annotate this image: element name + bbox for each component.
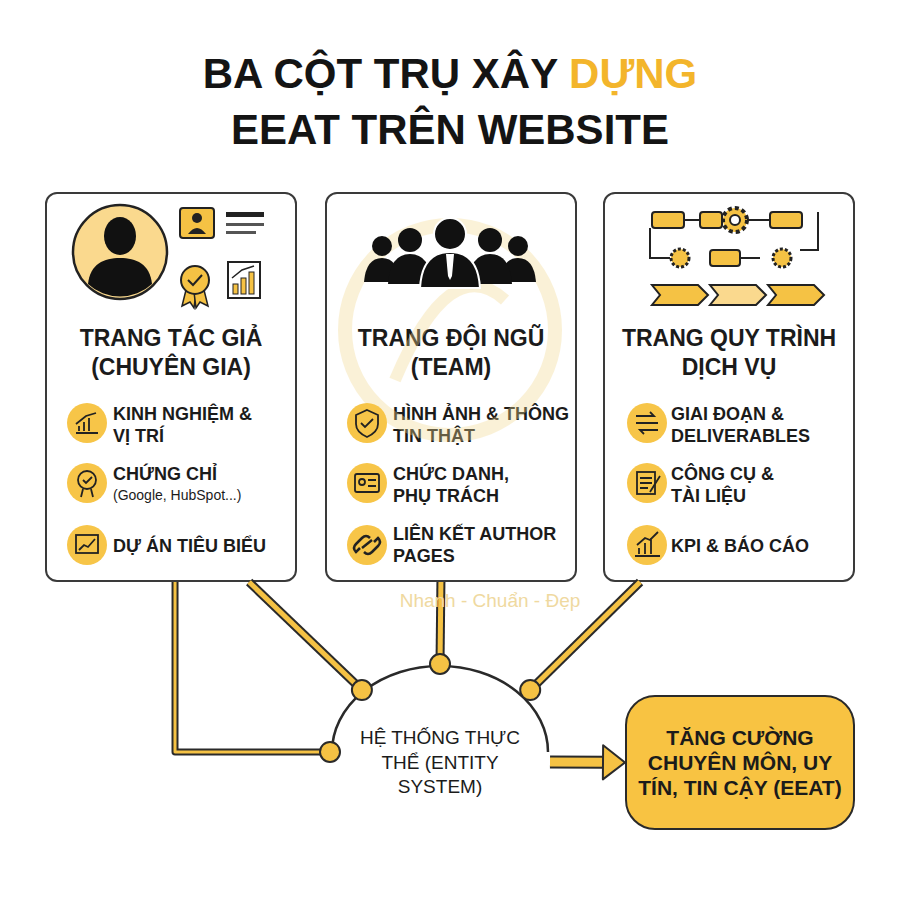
junction-dot <box>520 680 540 700</box>
connector-outline <box>436 582 446 664</box>
connector <box>249 582 372 700</box>
pillar-item: DỰ ÁN TIÊU BIỂU <box>113 536 293 558</box>
pillar-card: TRANG ĐỘI NGŨ (TEAM) HÌNH ẢNH & THÔNG TIN… <box>325 192 577 582</box>
pillar-item: CÔNG CỤ & TÀI LIỆU <box>671 464 801 507</box>
title-word: BA <box>203 50 262 97</box>
connector <box>430 582 450 674</box>
title-word: TRỤ <box>374 50 460 97</box>
junction-dot <box>430 654 450 674</box>
connector <box>175 582 340 762</box>
item-note: (Google, HubSpot...) <box>113 487 293 504</box>
card-heading: TRANG TÁC GIẢ (CHUYÊN GIA) <box>53 324 289 382</box>
connector-outline <box>530 582 640 690</box>
junction-dot <box>320 742 340 762</box>
pillar-item: LIÊN KẾT AUTHOR PAGES <box>393 524 563 567</box>
connector-line <box>175 582 330 752</box>
connector-outline <box>550 755 605 768</box>
title-word: EEAT <box>231 106 340 153</box>
entity-system-arc: HỆ THỐNG THỰC THỂ (ENTITY SYSTEM) <box>330 664 550 830</box>
connector <box>550 745 625 779</box>
title-word: CỘT <box>273 50 362 97</box>
card-heading: TRANG QUY TRÌNH DỊCH VỤ <box>611 324 847 382</box>
connector-outline <box>175 582 330 752</box>
pillar-item: KPI & BÁO CÁO <box>671 536 851 558</box>
watermark-text: Nhanh - Chuẩn - Đẹp <box>360 590 620 612</box>
pillar-item: CHỨNG CHỈ <box>113 464 283 486</box>
arc-label: HỆ THỐNG THỰC THỂ (ENTITY SYSTEM) <box>355 726 525 800</box>
connector <box>520 582 640 700</box>
connector-line <box>438 582 444 664</box>
diagram-title: BA CỘT TRỤ XÂY DỰNG EEAT TRÊN WEBSITE <box>150 46 750 158</box>
connector-line <box>530 582 640 690</box>
connector-line <box>550 757 605 766</box>
pillar-item: GIAI ĐOẠN & DELIVERABLES <box>671 404 836 447</box>
title-word: WEBSITE <box>478 106 669 153</box>
pillar-item: KINH NGHIỆM & VỊ TRÍ <box>113 404 263 447</box>
arrow-head <box>603 745 625 779</box>
pillar-item: HÌNH ẢNH & THÔNG TIN THẬT <box>393 404 571 447</box>
junction-dot <box>352 680 372 700</box>
title-word: TRÊN <box>352 106 466 153</box>
result-text: TĂNG CƯỜNG CHUYÊN MÔN, UY TÍN, TIN CẬY (… <box>635 725 845 801</box>
pillar-card: TRANG QUY TRÌNH DỊCH VỤ GIAI ĐOẠN & DELIV… <box>603 192 855 582</box>
connector-line <box>249 582 362 690</box>
connector-outline <box>249 582 362 690</box>
card-heading: TRANG ĐỘI NGŨ (TEAM) <box>333 324 569 382</box>
title-word: DỰNG <box>569 50 697 97</box>
title-word: XÂY <box>472 50 558 97</box>
pillar-item: CHỨC DANH, PHỤ TRÁCH <box>393 464 543 507</box>
pillar-card: TRANG TÁC GIẢ (CHUYÊN GIA) KINH NGHIỆM & … <box>45 192 297 582</box>
result-box: TĂNG CƯỜNG CHUYÊN MÔN, UY TÍN, TIN CẬY (… <box>625 695 855 830</box>
